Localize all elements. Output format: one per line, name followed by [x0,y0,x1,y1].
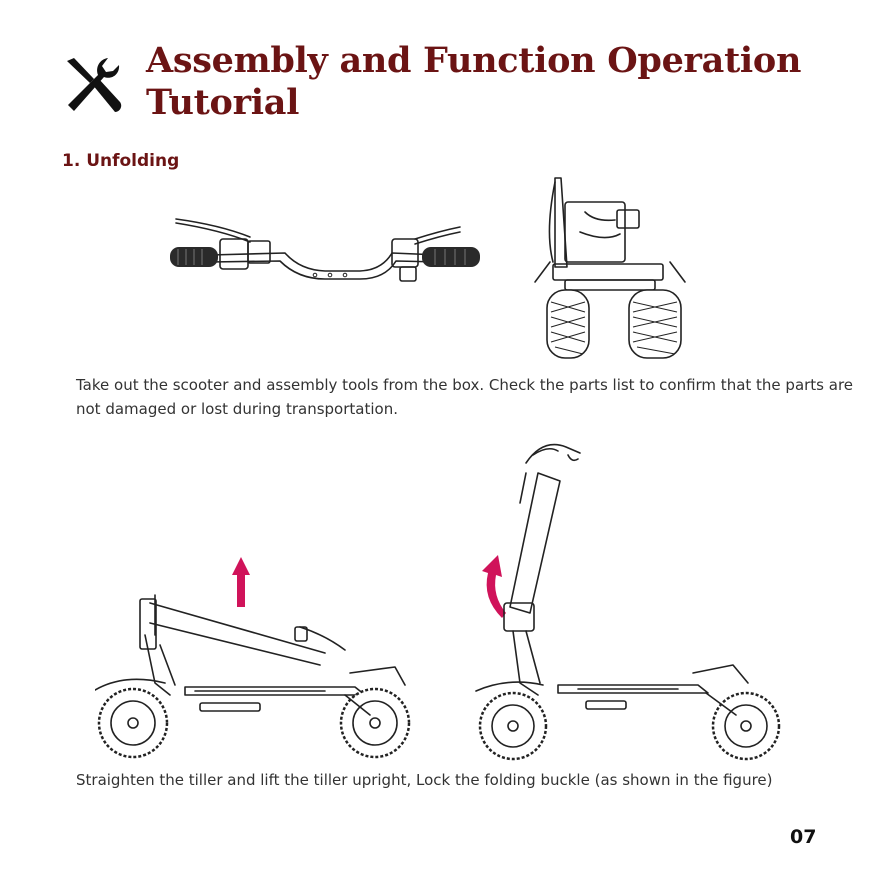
paragraph-check-parts: Take out the scooter and assembly tools … [76,376,854,418]
page-number: 07 [790,826,817,848]
handlebar-illustration [170,218,480,282]
arrow-up-icon [232,557,250,607]
page-title: Assembly and Function Operation Tutorial [146,40,801,124]
rotate-arrow-icon [482,555,506,618]
paragraph-lock-tiller: Straighten the tiller and lift the tille… [76,771,773,789]
title-line-2: Tutorial [146,82,300,123]
tools-icon [67,58,122,112]
scooter-folded-side-view [95,557,411,759]
title-line-1: Assembly and Function Operation [146,40,802,81]
scooter-unfolded-side-view [475,443,781,761]
folded-scooter-front-view [534,177,686,359]
section-heading: 1. Unfolding [62,151,180,171]
